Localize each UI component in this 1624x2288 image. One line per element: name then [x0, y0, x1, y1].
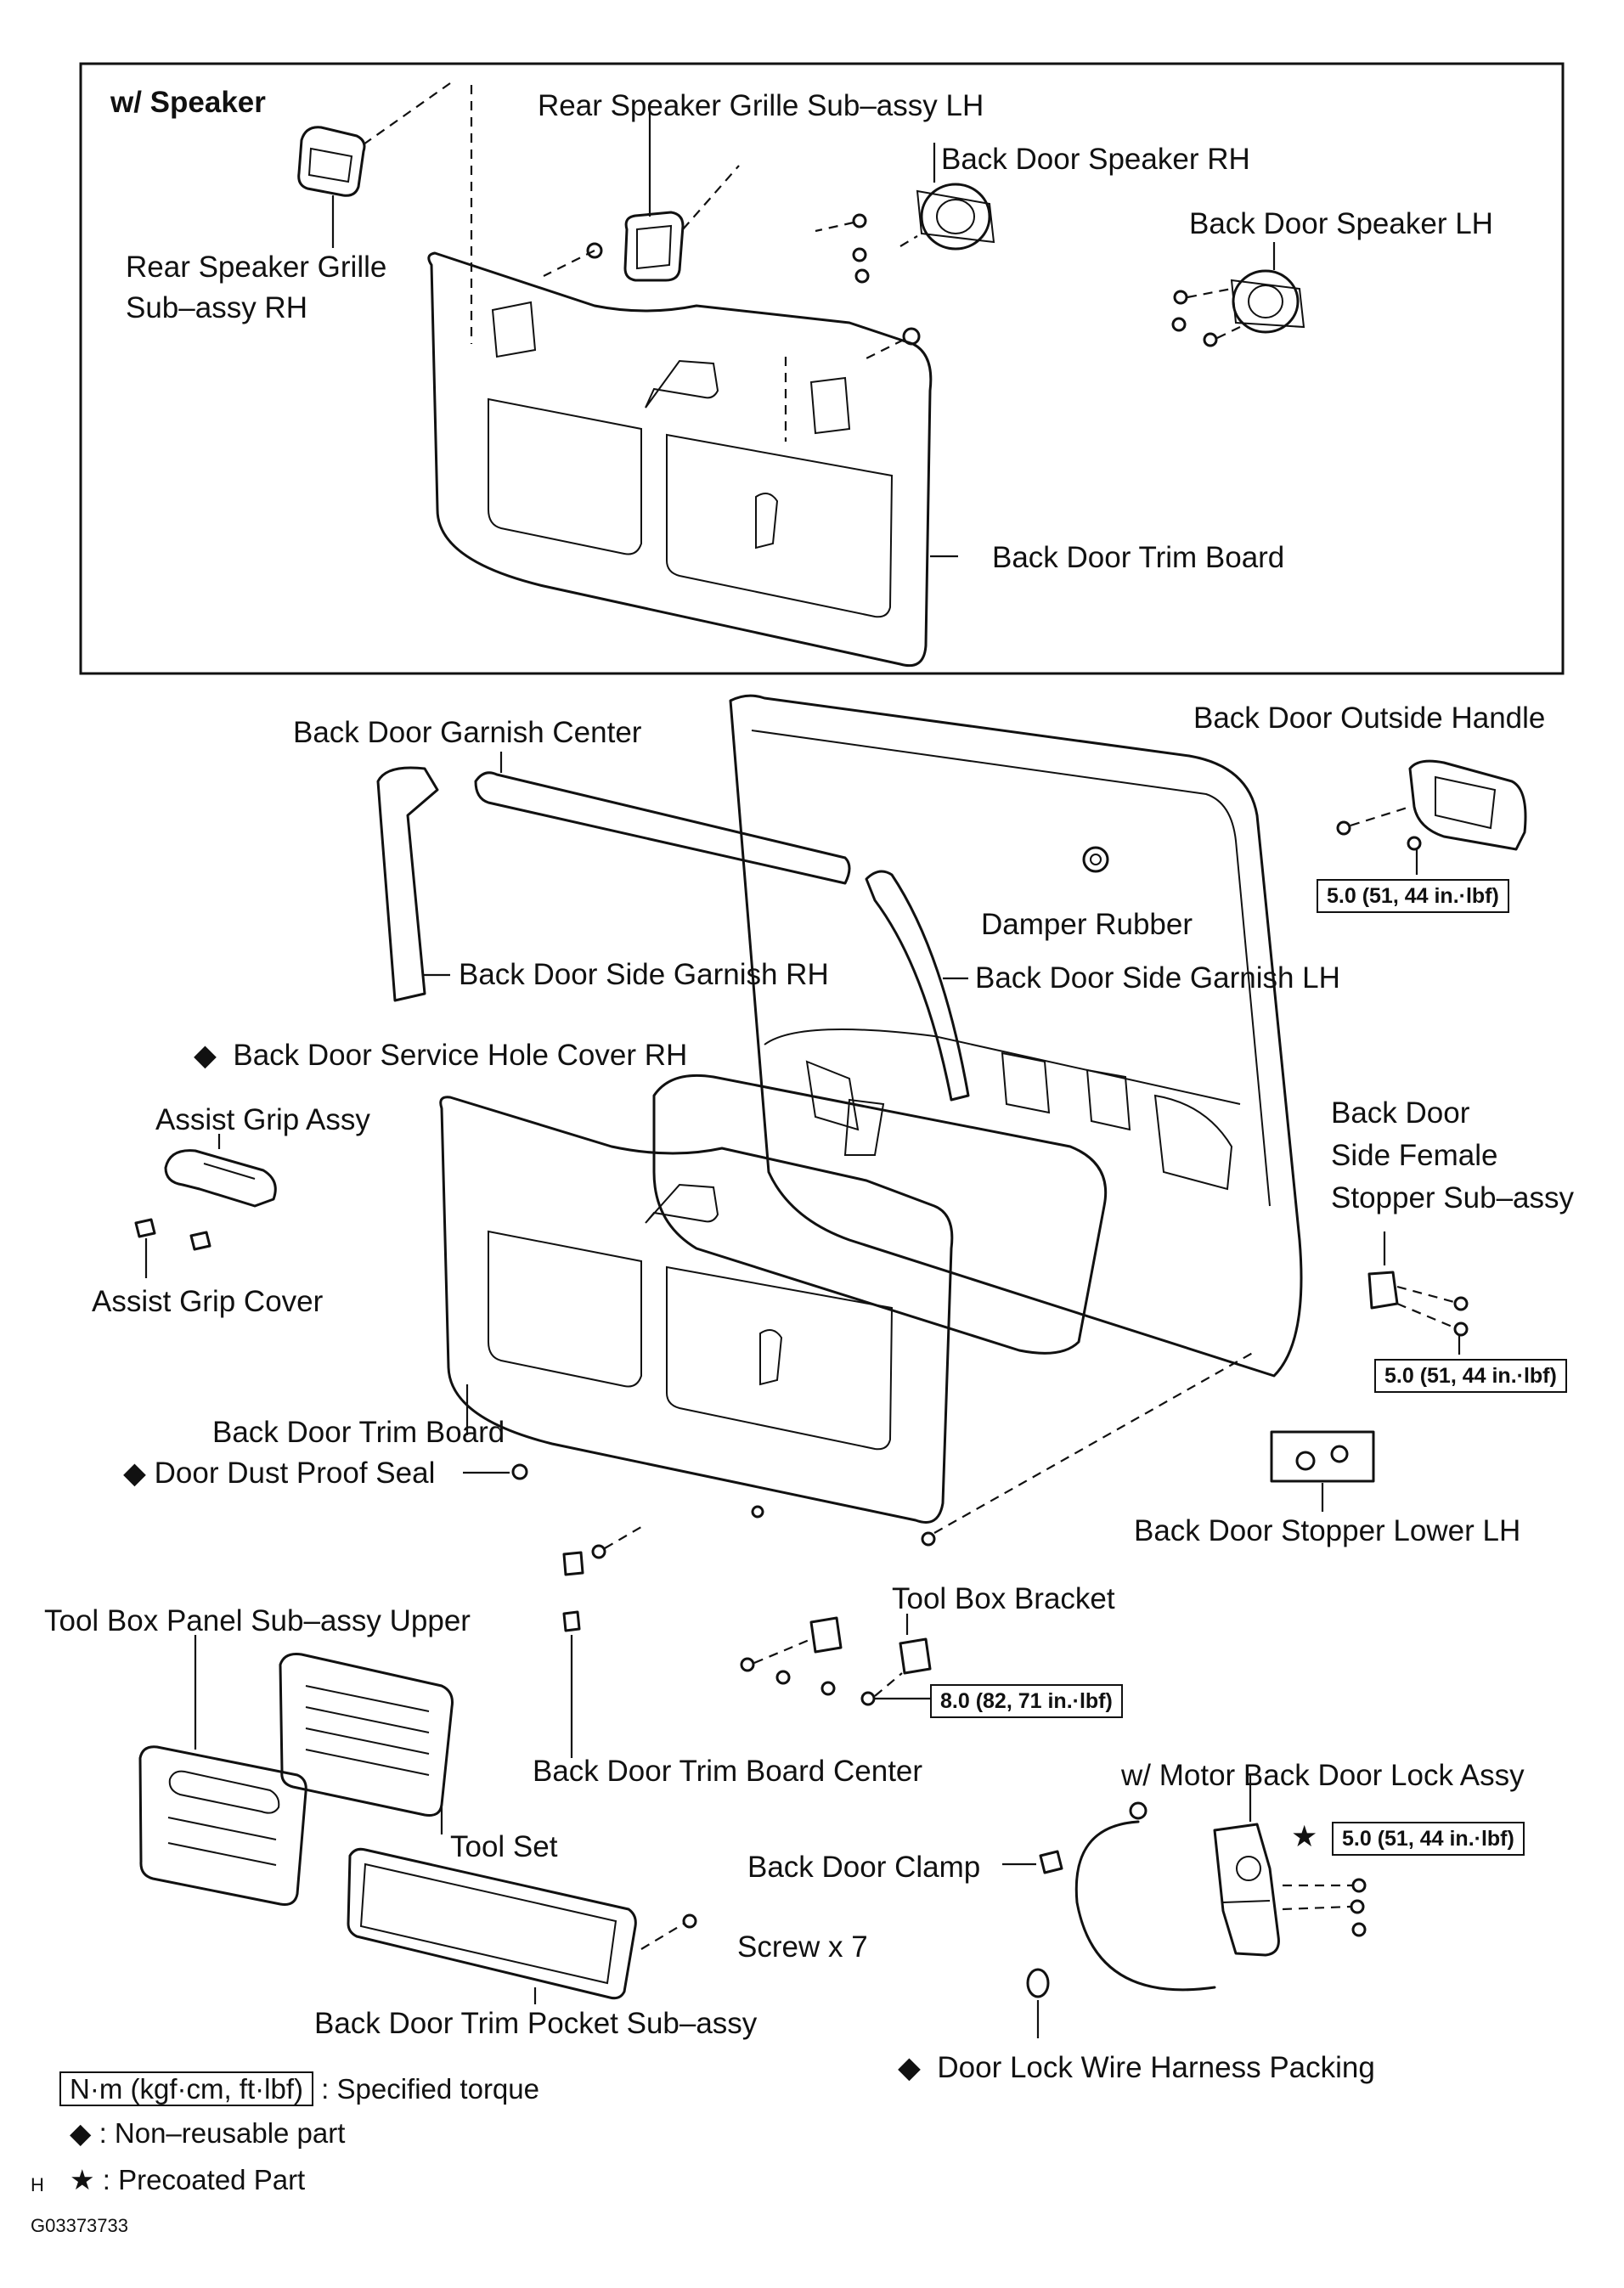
diamond-icon: ◆: [194, 1039, 217, 1072]
label-tool-set: Tool Set: [450, 1830, 558, 1863]
back-door-frame-part: [729, 694, 1303, 1378]
back-door-speaker-rh-part: [916, 183, 995, 251]
top-trim-board-part: [427, 251, 933, 668]
label-rear-speaker-grille-lh: Rear Speaker Grille Sub–assy LH: [538, 89, 984, 122]
label-back-door-outside-handle: Back Door Outside Handle: [1193, 702, 1546, 735]
label-screw-x7: Screw x 7: [737, 1930, 868, 1964]
side-garnish-lh-part: [865, 870, 970, 1102]
label-side-female-stopper-line1: Back Door: [1331, 1096, 1470, 1130]
grille-rh-leader-dash: [363, 82, 451, 145]
legend-torque-unit: N·m (kgf·cm, ft·lbf) : Specified torque: [59, 2071, 539, 2106]
label-back-door-speaker-lh: Back Door Speaker LH: [1189, 207, 1493, 240]
figure-code: G03373733: [31, 2215, 128, 2236]
label-back-door-trim-pocket: Back Door Trim Pocket Sub–assy: [314, 2007, 758, 2040]
torque-door-lock: 5.0 (51, 44 in.·lbf): [1332, 1822, 1525, 1856]
label-back-door-stopper-lower-lh: Back Door Stopper Lower LH: [1134, 1514, 1521, 1547]
label-side-female-stopper-line2: Side Female: [1331, 1139, 1498, 1172]
lock-wire-cable: [1074, 1820, 1216, 1992]
back-door-stopper-lower-lh-part: [1295, 1445, 1349, 1471]
side-garnish-rh-part: [376, 766, 439, 1002]
label-back-door-garnish-center: Back Door Garnish Center: [293, 716, 642, 749]
legend-precoated: ★ : Precoated Part: [70, 2164, 306, 2195]
diamond-icon: ◆: [70, 2117, 92, 2149]
label-back-door-side-garnish-lh: Back Door Side Garnish LH: [975, 961, 1340, 995]
label-damper-rubber: Damper Rubber: [981, 908, 1193, 941]
door-lock-assy-part: [1213, 1823, 1367, 1957]
legend-non-reusable: ◆ : Non–reusable part: [70, 2117, 346, 2149]
service-hole-cover-part: [652, 1074, 1108, 1355]
label-back-door-speaker-rh: Back Door Speaker RH: [941, 143, 1250, 176]
trim-board-center-part: [562, 1524, 646, 1632]
label-side-female-stopper-line3: Stopper Sub–assy: [1331, 1181, 1575, 1214]
torque-tool-box-bracket: 8.0 (82, 71 in.·lbf): [930, 1684, 1123, 1718]
trim-pocket-part: [347, 1847, 637, 2000]
torque-side-female-stopper: 5.0 (51, 44 in.·lbf): [1374, 1359, 1567, 1393]
rear-speaker-grille-lh-part: [623, 211, 685, 282]
outside-handle-part: [1336, 759, 1527, 851]
side-female-stopper-part: [1367, 1271, 1469, 1337]
garnish-center-part: [474, 771, 851, 885]
top-screws: [815, 213, 921, 359]
label-assist-grip-assy: Assist Grip Assy: [155, 1103, 370, 1136]
back-door-clamp-part: [1039, 1850, 1063, 1874]
label-main-back-door-trim-board: Back Door Trim Board: [212, 1416, 505, 1449]
label-door-dust-proof-seal: ◆ Door Dust Proof Seal: [123, 1457, 436, 1490]
star-icon: ★: [1291, 1820, 1318, 1853]
label-motor-back-door-lock: w/ Motor Back Door Lock Assy: [1121, 1759, 1525, 1792]
label-tool-box-bracket: Tool Box Bracket: [892, 1582, 1115, 1615]
label-back-door-trim-board-center: Back Door Trim Board Center: [533, 1755, 923, 1788]
main-trim-board-part: [439, 1096, 954, 1524]
rear-speaker-grille-rh-part: [297, 126, 366, 197]
diamond-icon: ◆: [898, 2051, 921, 2084]
h-mark: H: [31, 2174, 44, 2195]
label-back-door-side-garnish-rh: Back Door Side Garnish RH: [459, 958, 829, 991]
label-door-lock-wire-harness-packing: ◆ Door Lock Wire Harness Packing: [898, 2051, 1375, 2084]
tool-box-bracket-part: [740, 1616, 932, 1706]
speaker-section-title: w/ Speaker: [110, 86, 266, 119]
tool-box-panel-upper-part: [138, 1745, 307, 1906]
dust-proof-seal-part: [511, 1463, 528, 1480]
star-icon: ★: [70, 2164, 95, 2195]
assist-grip-part: [164, 1149, 277, 1208]
label-back-door-clamp: Back Door Clamp: [747, 1851, 981, 1884]
assist-grip-cover-parts: [134, 1218, 211, 1251]
speaker-section-frame: [79, 62, 1565, 675]
damper-rubber-part: [1082, 846, 1109, 873]
label-rear-speaker-grille-rh-line2: Sub–assy RH: [126, 291, 307, 324]
back-door-speaker-lh-part: [1171, 269, 1305, 347]
label-rear-speaker-grille-rh-line1: Rear Speaker Grille: [126, 251, 387, 284]
label-service-hole-cover-rh: ◆ Back Door Service Hole Cover RH: [194, 1039, 688, 1072]
torque-outside-handle: 5.0 (51, 44 in.·lbf): [1317, 879, 1509, 913]
diamond-icon: ◆: [123, 1457, 146, 1490]
label-assist-grip-cover: Assist Grip Cover: [92, 1285, 324, 1318]
harness-packing-part: [1026, 1968, 1050, 1998]
label-tool-box-panel-upper: Tool Box Panel Sub–assy Upper: [44, 1604, 471, 1637]
label-top-back-door-trim-board: Back Door Trim Board: [992, 541, 1285, 574]
